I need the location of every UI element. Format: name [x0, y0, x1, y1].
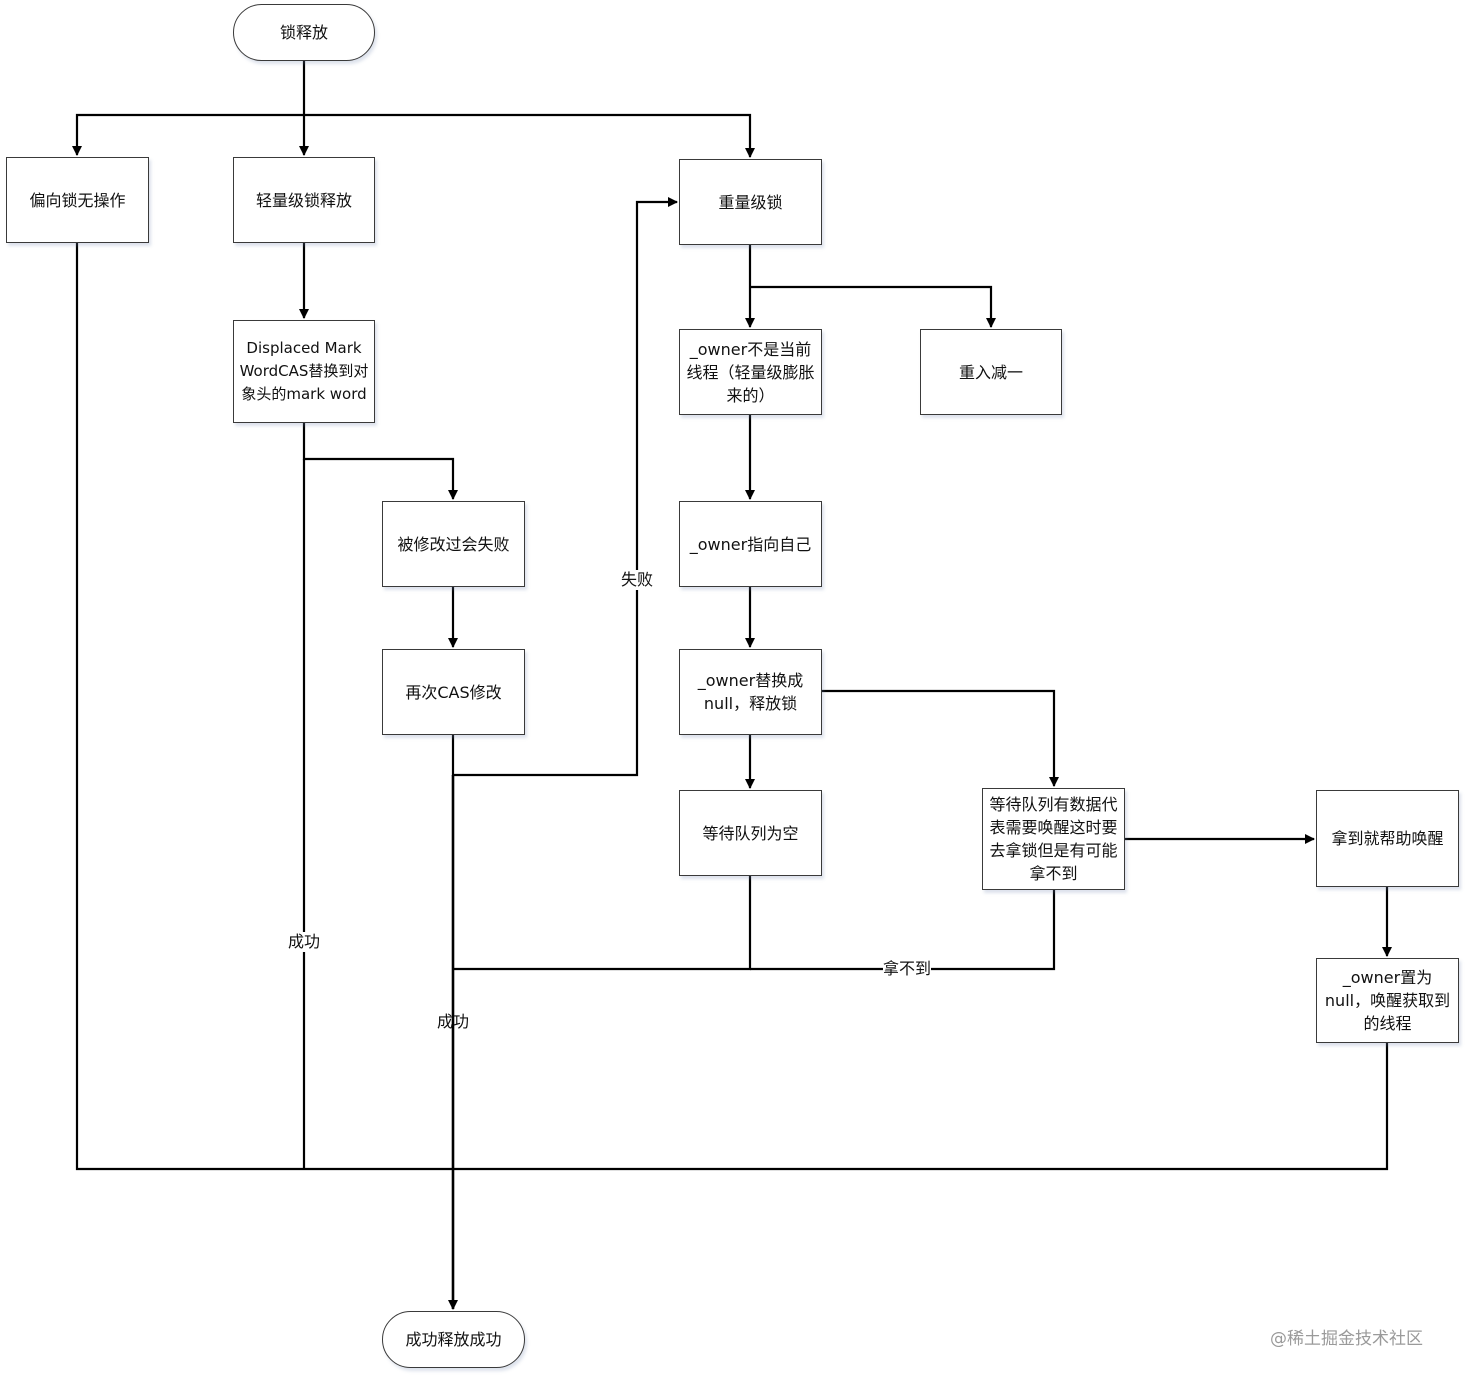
reentry-label: 重入减一: [958, 362, 1023, 382]
queue-empty-node: 等待队列为空: [679, 790, 822, 876]
watermark: @稀土掘金技术社区: [1270, 1329, 1423, 1349]
edge-empty-merge: [453, 875, 752, 971]
biased-label: 偏向锁无操作: [29, 190, 126, 210]
queue-has-data-label: 等待队列有数据代表需要唤醒这时要去拿锁但是有可能拿不到: [989, 795, 1118, 883]
modified-fail-label: 被修改过会失败: [397, 534, 510, 554]
biased-lock-node: 偏向锁无操作: [6, 157, 149, 243]
start-node: 锁释放: [233, 4, 375, 61]
edge-biased-bottom: [75, 242, 453, 1171]
edge-start-biased: [72, 113, 304, 156]
owner-null-release-node: _owner替换成null，释放锁: [679, 649, 822, 735]
modified-fail-node: 被修改过会失败: [382, 501, 525, 587]
not-owner-label: _owner不是当前线程（轻量级膨胀来的）: [686, 339, 815, 405]
owner-null-wake-node: _owner置为null，唤醒获取到的线程: [1316, 958, 1459, 1043]
reentry-minus-node: 重入减一: [920, 329, 1062, 415]
edge-ownernull-bottom: [453, 1042, 1389, 1171]
edge-start-heavyweight: [304, 113, 755, 158]
edge-label-success-left: 成功: [287, 932, 321, 952]
edge-label-cannot-get: 拿不到: [882, 959, 932, 979]
cas-retry-label: 再次CAS修改: [405, 682, 502, 702]
edge-displaced-modified: [302, 422, 458, 500]
lightweight-label: 轻量级锁释放: [255, 190, 352, 210]
displaced-mark-node: Displaced Mark WordCAS替换到对象头的mark word: [233, 320, 375, 423]
displaced-label: Displaced Mark WordCAS替换到对象头的mark word: [239, 339, 369, 403]
edge-null-hasdata: [821, 689, 1059, 787]
cas-retry-node: 再次CAS修改: [382, 649, 525, 735]
heavyweight-lock-node: 重量级锁: [679, 159, 822, 245]
end-node: 成功释放成功: [382, 1311, 525, 1368]
edge-hasdata-merge: [750, 889, 1056, 971]
got-help-wake-node: 拿到就帮助唤醒: [1316, 790, 1459, 887]
start-label: 锁释放: [279, 23, 328, 42]
owner-null-label: _owner替换成null，释放锁: [697, 671, 804, 713]
owner-self-label: _owner指向自己: [689, 534, 812, 554]
end-label: 成功释放成功: [405, 1330, 502, 1349]
edge-label-fail: 失败: [620, 570, 654, 590]
edge-cas-fail-heavy: [451, 197, 678, 777]
owner-self-node: _owner指向自己: [679, 501, 822, 587]
edge-label-success-mid: 成功: [436, 1012, 470, 1031]
edge-heavy-reentry: [750, 285, 996, 328]
queue-empty-label: 等待队列为空: [702, 823, 799, 843]
lightweight-release-node: 轻量级锁释放: [233, 157, 375, 243]
queue-has-data-node: 等待队列有数据代表需要唤醒这时要去拿锁但是有可能拿不到: [982, 788, 1125, 890]
not-owner-node: _owner不是当前线程（轻量级膨胀来的）: [679, 329, 822, 415]
heavyweight-label: 重量级锁: [718, 192, 783, 212]
got-wake-label: 拿到就帮助唤醒: [1331, 829, 1444, 848]
owner-null-wake-label: _owner置为null，唤醒获取到的线程: [1324, 968, 1451, 1033]
